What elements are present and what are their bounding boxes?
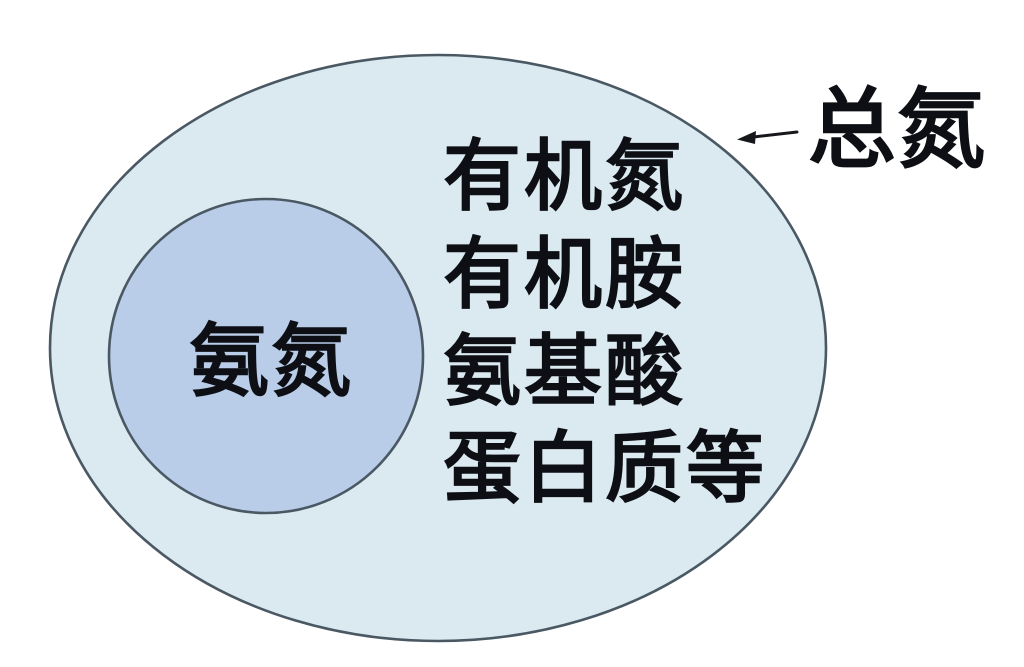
outer-set-callout-label: 总氮: [808, 78, 986, 181]
inner-set-circle: [107, 197, 425, 515]
component-label-2: 有机胺: [443, 230, 686, 320]
left-arrow-icon: [737, 130, 799, 144]
component-label-1: 有机氮: [443, 132, 686, 222]
component-label-4: 蛋白质等: [443, 424, 767, 514]
inner-set-label: 氨氮: [189, 315, 353, 408]
component-label-3: 氨基酸: [443, 327, 686, 417]
